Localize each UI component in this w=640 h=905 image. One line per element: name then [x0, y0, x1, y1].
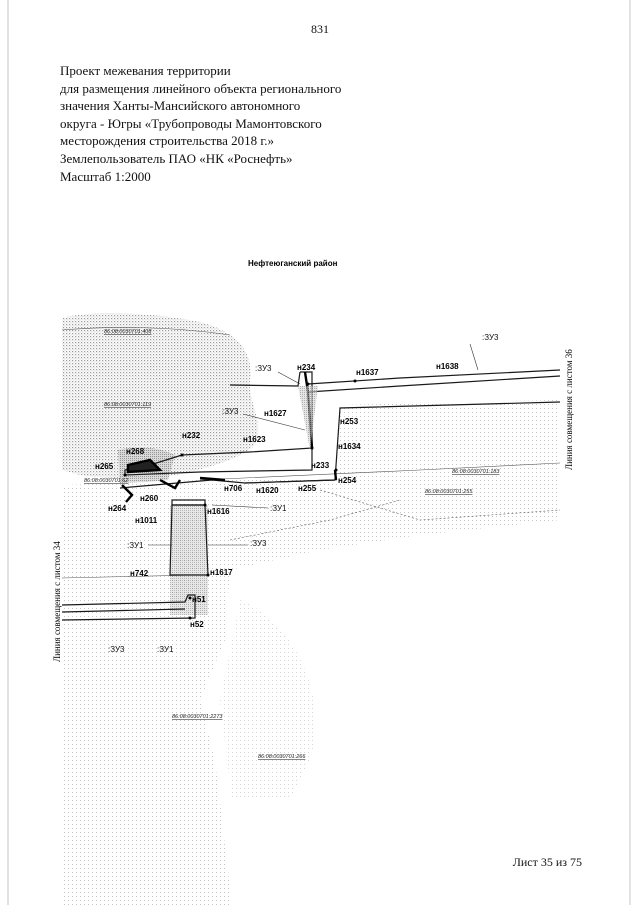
zone-label-zu3-top-right: :ЗУ3 — [482, 333, 499, 342]
point-label-n234: н234 — [297, 363, 316, 372]
point-label-n52: н52 — [190, 620, 204, 629]
point-label-n232: н232 — [182, 431, 201, 440]
point-label-n1617: н1617 — [210, 568, 233, 577]
scan-edges — [7, 0, 631, 905]
point-label-n1620: н1620 — [256, 486, 279, 495]
point-label-n254: н254 — [338, 476, 357, 485]
sheet-number: Лист 35 из 75 — [512, 855, 582, 869]
left-edge-label: Линия совмещения с листом 34 — [52, 541, 62, 662]
point-label-n264: н264 — [108, 504, 127, 513]
parcel-area-lower-right — [220, 600, 316, 800]
title-block: Проект межевания территории для размещен… — [60, 62, 380, 185]
point-label-n260: н260 — [140, 494, 159, 503]
boundary-points — [123, 379, 357, 620]
parcel-label-2273: 86:08:0030701:2273 — [172, 714, 223, 720]
region-label: Нефтеюганский район — [248, 259, 338, 268]
title-line-3: значения Ханты-Мансийского автономного — [60, 98, 301, 114]
title-line-5: месторождения строительства 2018 г.» — [60, 133, 275, 149]
point-label-n1011: н1011 — [135, 516, 158, 525]
title-line-2: для размещения линейного объекта региона… — [60, 80, 342, 96]
point-label-n265: н265 — [95, 462, 114, 471]
zone-label-zu3-center: :ЗУ3 — [250, 539, 267, 548]
parcel-area-northwest — [62, 313, 259, 479]
parcel-label-255: 86:08:0030701:255 — [425, 489, 473, 495]
point-label-n1616: н1616 — [207, 507, 230, 516]
zone-label-zu3-upper: :ЗУ3 — [255, 364, 272, 373]
point-label-n233: н233 — [311, 461, 330, 470]
point-label-n255: н255 — [298, 484, 317, 493]
land-user-line: Землепользователь ПАО «НК «Роснефть» — [60, 150, 293, 166]
page-number: 831 — [311, 22, 329, 36]
point-label-n1638: н1638 — [436, 362, 459, 371]
zone-label-zu3-bottom: :ЗУ3 — [108, 645, 125, 654]
point-label-n1634: н1634 — [338, 442, 361, 451]
zone-label-zu3-mid: :ЗУ3 — [222, 407, 239, 416]
parcel-label-183: 86:08:0030701:183 — [452, 469, 500, 475]
shaded-areas — [62, 313, 560, 905]
zone-label-zu1-right: :ЗУ1 — [270, 504, 287, 513]
zu1-shaded-strip — [170, 505, 208, 615]
point-label-n1623: н1623 — [243, 435, 266, 444]
scale-line: Масштаб 1:2000 — [60, 168, 151, 184]
zone-label-zu1-left: :ЗУ1 — [127, 541, 144, 550]
point-label-n1627: н1627 — [264, 409, 287, 418]
point-label-n268: н268 — [126, 447, 145, 456]
title-line-4: округа - Югры «Трубопроводы Мамонтовског… — [60, 115, 322, 131]
point-label-n706: н706 — [224, 484, 243, 493]
zone-label-zu1-bottom: :ЗУ1 — [157, 645, 174, 654]
hatched-triangle — [298, 386, 318, 450]
point-label-n253: н253 — [340, 417, 359, 426]
title-line-1: Проект межевания территории — [60, 63, 231, 78]
zu3-upper-strip — [307, 369, 561, 393]
point-label-n742: н742 — [130, 569, 149, 578]
parcel-label-62: 86:08:0030701:62 — [84, 478, 128, 484]
parcel-label-119: 86:08:0030701:119 — [104, 402, 151, 408]
parcel-label-408: 86:08:0030701:408 — [104, 329, 152, 335]
parcel-area-right — [340, 400, 560, 480]
lower-west-strip — [61, 594, 196, 621]
parcel-area-lower — [62, 570, 232, 905]
leader-lines — [148, 343, 479, 546]
right-edge-label: Линия совмещения с листом 36 — [564, 349, 574, 470]
lower-west-inner — [61, 608, 186, 613]
parcel-label-266: 86:08:0030701:266 — [258, 754, 306, 760]
point-label-n51: н51 — [192, 595, 206, 604]
point-label-n1637: н1637 — [356, 368, 379, 377]
